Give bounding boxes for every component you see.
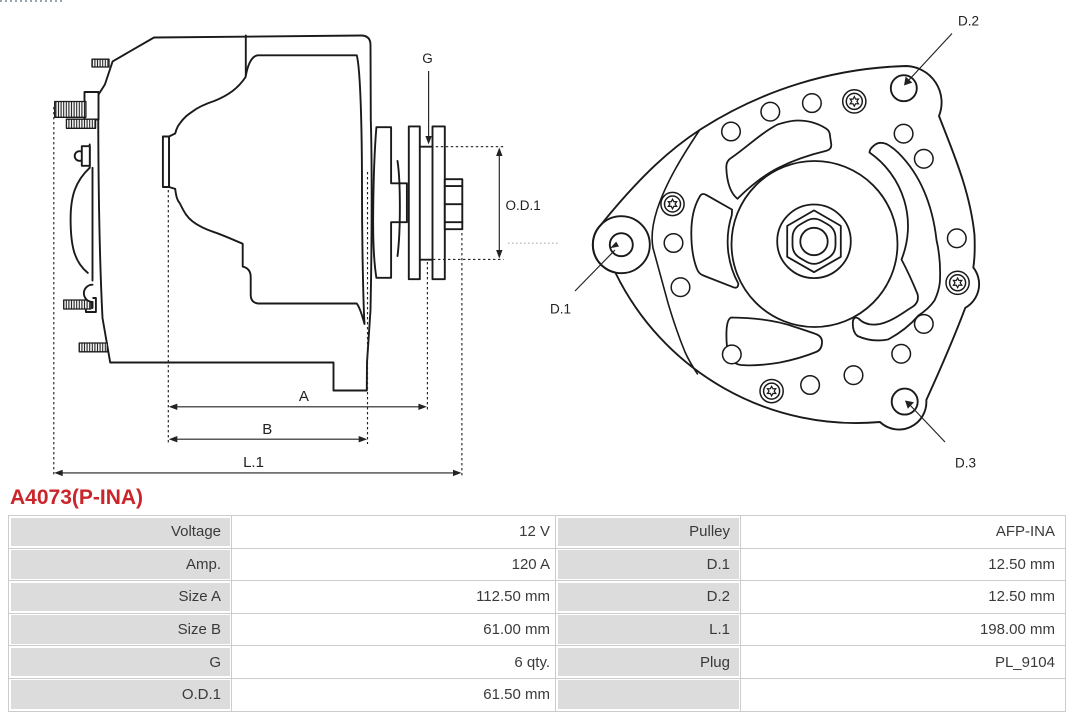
svg-text:O.D.1: O.D.1: [506, 198, 541, 213]
svg-text:D.1: D.1: [550, 302, 571, 317]
svg-text:D.3: D.3: [955, 456, 976, 471]
svg-text:L.1: L.1: [243, 454, 264, 471]
svg-text:A: A: [299, 388, 309, 405]
svg-text:B: B: [262, 421, 272, 438]
svg-text:D.2: D.2: [958, 14, 979, 29]
svg-text:G: G: [422, 51, 433, 66]
